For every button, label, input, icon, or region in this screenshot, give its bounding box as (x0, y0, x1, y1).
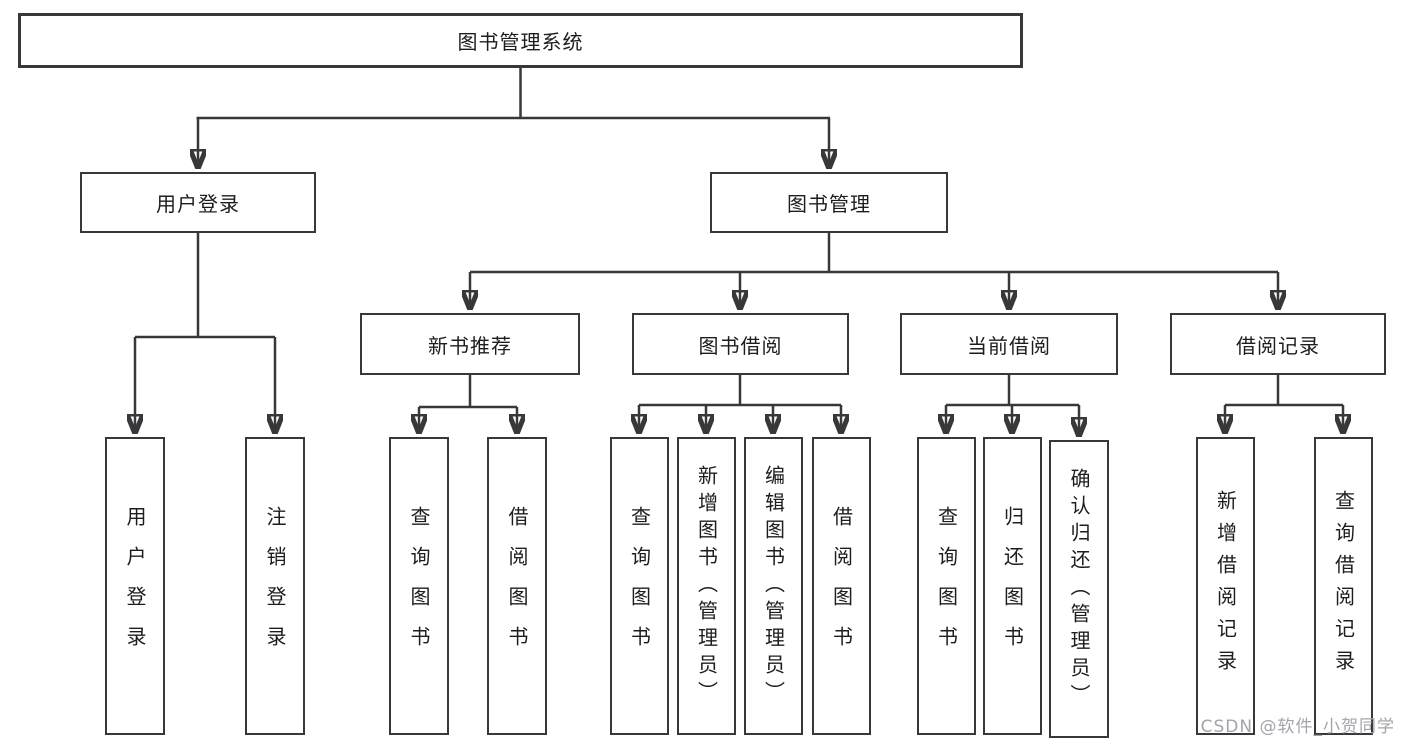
connector-borrow-records-children (1225, 375, 1343, 433)
node-leaf-label: 新增图书（管理员） (694, 464, 719, 708)
connector-current-borrow-children (946, 375, 1079, 436)
connector-new-book-recommend-children (419, 375, 517, 433)
node-leaf-query-books-2: 查询图书 (610, 437, 669, 735)
node-leaf-label: 确认归还（管理员） (1067, 467, 1091, 711)
node-new-book-recommend: 新书推荐 (360, 313, 580, 375)
node-current-borrow: 当前借阅 (900, 313, 1118, 375)
node-leaf-query-borrow-record: 查询借阅记录 (1314, 437, 1373, 735)
node-book-management-label: 图书管理 (787, 192, 871, 216)
node-leaf-label: 借阅图书 (505, 506, 529, 666)
node-leaf-edit-books-admin: 编辑图书（管理员） (744, 437, 803, 735)
node-leaf-add-borrow-record: 新增借阅记录 (1196, 437, 1255, 735)
connector-book-management-to-level3 (470, 233, 1278, 309)
node-leaf-logout: 注销登录 (245, 437, 305, 735)
node-book-borrow: 图书借阅 (632, 313, 849, 375)
node-leaf-borrow-books-2: 借阅图书 (812, 437, 871, 735)
node-book-borrow-label: 图书借阅 (698, 333, 783, 358)
node-leaf-label: 借阅图书 (829, 506, 854, 666)
node-leaf-return-books: 归还图书 (983, 437, 1042, 735)
node-leaf-label: 查询图书 (627, 506, 652, 666)
node-root: 图书管理系统 (18, 13, 1023, 68)
node-leaf-label: 编辑图书（管理员） (761, 464, 786, 708)
node-leaf-label: 用户登录 (123, 506, 147, 666)
node-leaf-add-books-admin: 新增图书（管理员） (677, 437, 736, 735)
connector-user-login-children (135, 233, 275, 433)
connector-book-borrow-children (639, 375, 841, 433)
connector-root-to-level2 (197, 68, 831, 168)
node-leaf-borrow-books-1: 借阅图书 (487, 437, 547, 735)
node-root-label: 图书管理系统 (457, 30, 584, 54)
node-leaf-label: 归还图书 (1000, 506, 1025, 666)
node-current-borrow-label: 当前借阅 (967, 333, 1051, 358)
csdn-watermark: CSDN @软件_小贺同学 (1200, 717, 1395, 737)
node-leaf-label: 查询借阅记录 (1331, 490, 1356, 682)
node-leaf-confirm-return-admin: 确认归还（管理员） (1049, 440, 1109, 738)
node-leaf-label: 查询图书 (934, 506, 959, 666)
node-user-login: 用户登录 (80, 172, 316, 233)
node-leaf-label: 新增借阅记录 (1213, 490, 1238, 682)
node-borrow-records-label: 借阅记录 (1236, 333, 1320, 358)
node-leaf-user-login: 用户登录 (105, 437, 165, 735)
node-leaf-label: 查询图书 (407, 506, 431, 666)
node-leaf-label: 注销登录 (263, 506, 287, 666)
node-book-management: 图书管理 (710, 172, 948, 233)
node-new-book-recommend-label: 新书推荐 (428, 333, 512, 358)
node-leaf-query-books-1: 查询图书 (389, 437, 449, 735)
node-leaf-query-books-3: 查询图书 (917, 437, 976, 735)
node-borrow-records: 借阅记录 (1170, 313, 1386, 375)
node-user-login-label: 用户登录 (156, 192, 240, 216)
